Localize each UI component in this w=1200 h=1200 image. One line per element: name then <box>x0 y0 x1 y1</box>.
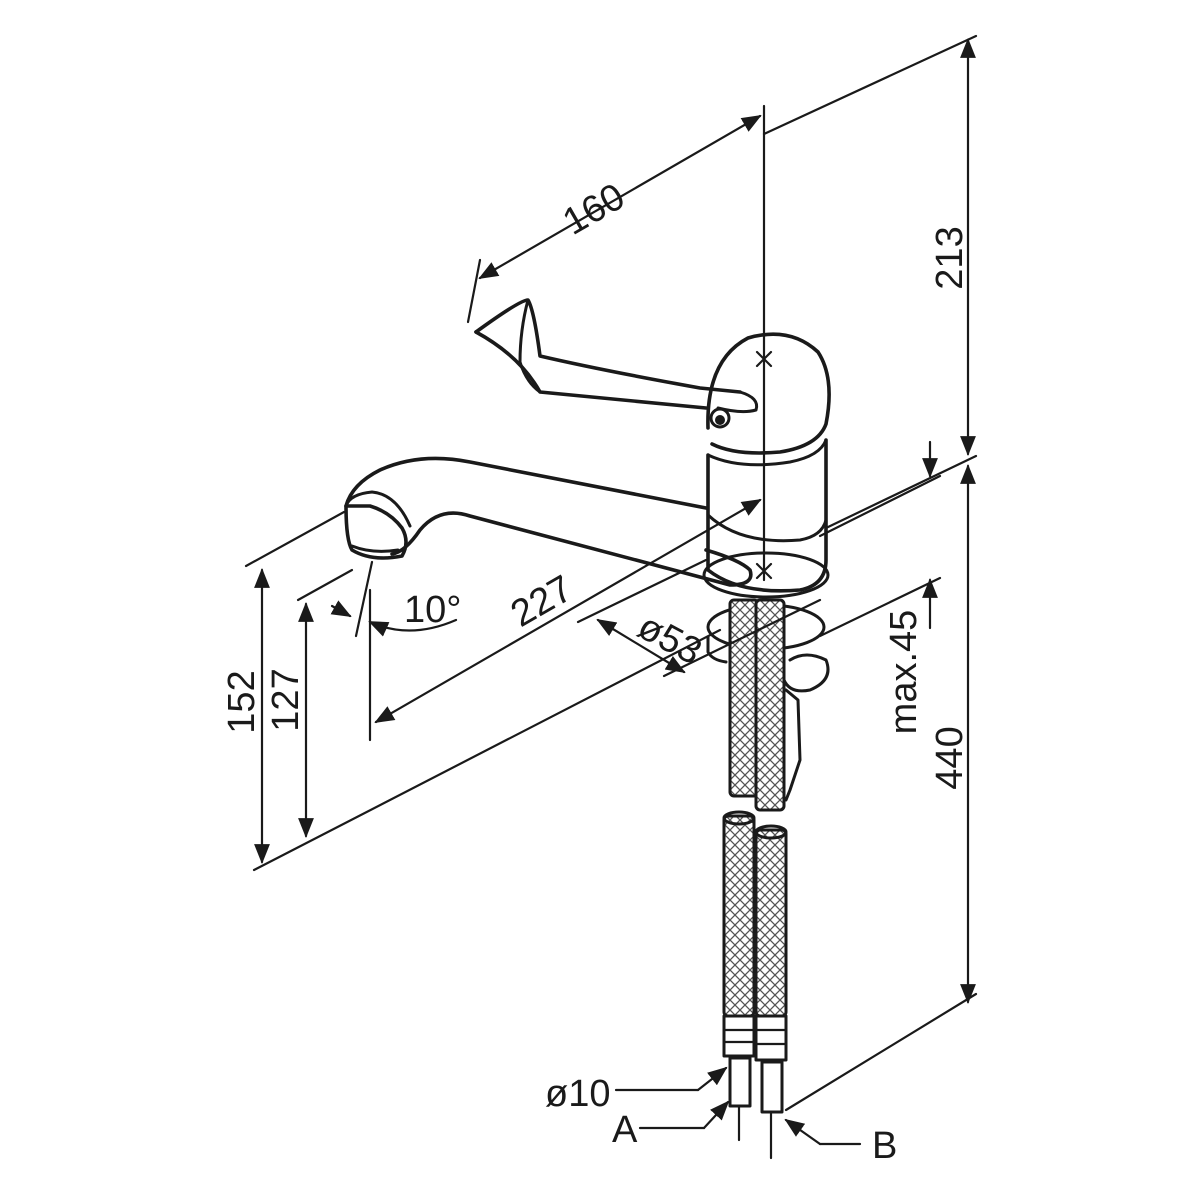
lever-handle <box>474 298 831 455</box>
dim-227-label: 227 <box>504 568 580 636</box>
dimension-213: 213 <box>762 34 978 456</box>
label-b: B <box>872 1125 897 1167</box>
hose-lower-pair <box>722 810 788 1018</box>
hose-fittings <box>722 1014 788 1160</box>
dim-10deg-label: 10° <box>404 589 461 631</box>
dim-440-label: 440 <box>929 726 971 789</box>
dim-max45-label: max.45 <box>883 610 925 735</box>
mounting-bracket <box>784 688 802 802</box>
dimension-152: 152 <box>221 510 722 872</box>
dimension-440: 440 <box>784 454 978 1112</box>
dimension-127: 127 <box>265 568 354 838</box>
dim-160-label: 160 <box>556 176 632 244</box>
dimension-160: 160 <box>466 114 762 324</box>
leader-ø10: ø10 <box>545 1066 728 1115</box>
dim-127-label: 127 <box>265 668 307 731</box>
dim-ø10-label: ø10 <box>545 1073 610 1115</box>
leader-a: A <box>612 1100 730 1151</box>
dim-ø53-label: ø53 <box>631 605 709 673</box>
dimension-10deg: 10° <box>330 560 461 638</box>
dim-152-label: 152 <box>221 670 263 733</box>
leader-b: B <box>784 1118 897 1167</box>
dimension-max45: max.45 <box>818 440 942 735</box>
spout <box>344 456 753 587</box>
dim-213-label: 213 <box>929 226 971 289</box>
label-a: A <box>612 1109 638 1151</box>
